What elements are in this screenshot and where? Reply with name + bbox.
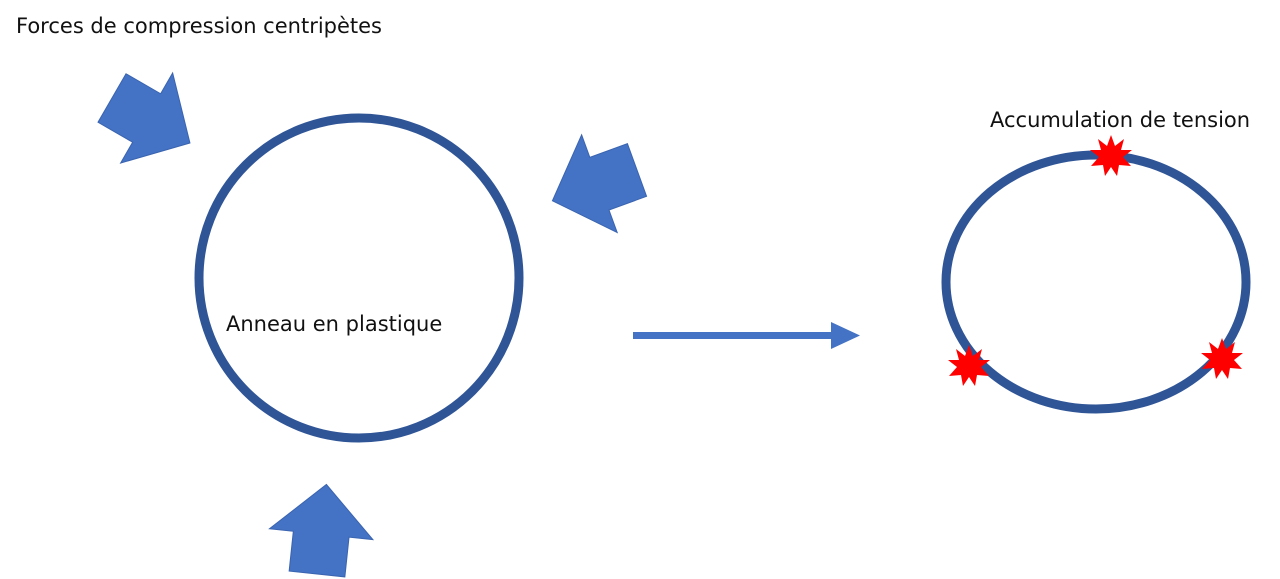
tension-label: Accumulation de tension	[990, 108, 1251, 132]
compression-arrow-right	[551, 133, 648, 234]
block-arrow-icon	[268, 483, 375, 578]
starburst-icon	[1201, 338, 1243, 379]
starburst-icon	[948, 345, 990, 386]
compression-arrow-bottom	[268, 483, 375, 578]
deformed-ring	[941, 150, 1251, 414]
compression-arrow-top-left	[97, 71, 191, 164]
starburst-icon	[1090, 135, 1132, 176]
plastic-ring	[194, 113, 524, 443]
right-arrow-icon-shaft	[633, 332, 833, 339]
block-arrow-icon	[551, 133, 648, 234]
title-label: Forces de compression centripètes	[16, 14, 383, 38]
ring-label: Anneau en plastique	[226, 312, 443, 336]
transition-arrow	[633, 322, 860, 349]
block-arrow-icon	[97, 71, 191, 164]
right-arrow-icon	[831, 322, 860, 349]
